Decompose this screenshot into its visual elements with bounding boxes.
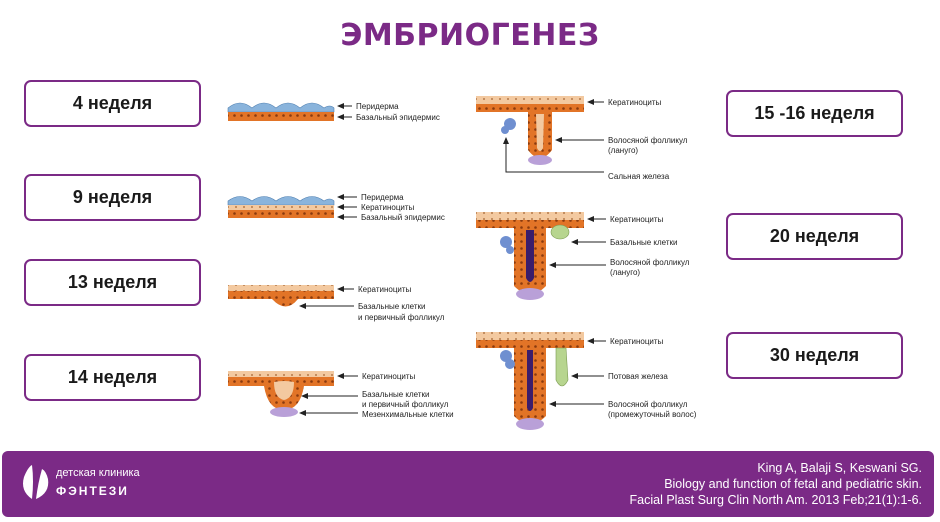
label-w14-basal-1: Базальные клетки — [362, 390, 429, 399]
clinic-logo-icon — [23, 465, 49, 499]
label-w4-basal: Базальный эпидермис — [356, 113, 440, 122]
reference-authors: King A, Balaji S, Keswani SG. — [757, 461, 922, 475]
label-w9-periderm: Перидерма — [361, 193, 404, 202]
skin-diagram-week20 — [476, 212, 584, 300]
week-box-30: 30 неделя — [726, 332, 903, 379]
skin-diagram-week30 — [476, 332, 584, 430]
label-w15-lanugo: (лануго) — [608, 146, 638, 155]
label-w30-keratinocytes: Кератиноциты — [610, 337, 664, 346]
footer-bar — [2, 451, 934, 517]
label-w14-keratinocytes: Кератиноциты — [362, 372, 416, 381]
label-w13-keratinocytes: Кератиноциты — [358, 285, 412, 294]
label-w30-intermediate-hair: (промежуточный волос) — [608, 410, 697, 419]
skin-diagram-week4 — [227, 102, 335, 121]
label-w30-sweat-gland: Потовая железа — [608, 372, 668, 381]
label-w20-follicle: Волосяной фолликул — [610, 258, 690, 267]
reference-journal: Facial Plast Surg Clin North Am. 2013 Fe… — [629, 493, 923, 507]
skin-diagram-week9 — [227, 196, 335, 218]
week-box-13: 13 неделя — [24, 259, 201, 306]
label-w9-basal: Базальный эпидермис — [361, 213, 445, 222]
skin-diagram-week14 — [228, 371, 334, 417]
page-title: ЭМБРИОГЕНЕЗ — [340, 18, 600, 53]
skin-diagram-week15-16 — [476, 96, 584, 165]
label-w13-basal-1: Базальные клетки — [358, 302, 425, 311]
label-w15-keratinocytes: Кератиноциты — [608, 98, 662, 107]
label-w20-lanugo: (лануго) — [610, 268, 640, 277]
week-box-20: 20 неделя — [726, 213, 903, 260]
label-w20-keratinocytes: Кератиноциты — [610, 215, 664, 224]
week-box-14: 14 неделя — [24, 354, 201, 401]
clinic-name-line1: детская клиника — [56, 467, 140, 479]
week-box-9: 9 неделя — [24, 174, 201, 221]
label-w4-periderm: Перидерма — [356, 102, 399, 111]
embryogenesis-diagram: Перидерма Базальный эпидермис Перидерма … — [227, 96, 697, 430]
label-w13-basal-2: и первичный фолликул — [358, 313, 445, 322]
week-box-4: 4 неделя — [24, 80, 201, 127]
label-w14-basal-2: и первичный фолликул — [362, 400, 449, 409]
label-w9-keratinocytes: Кератиноциты — [361, 203, 415, 212]
clinic-name-line2: ФЭНТЕЗИ — [56, 484, 129, 498]
skin-diagram-week13 — [228, 285, 334, 307]
label-w20-basal: Базальные клетки — [610, 238, 677, 247]
label-w30-follicle: Волосяной фолликул — [608, 400, 688, 409]
reference-title: Biology and function of fetal and pediat… — [664, 477, 922, 491]
label-w15-follicle: Волосяной фолликул — [608, 136, 688, 145]
label-w15-sebaceous: Сальная железа — [608, 172, 670, 181]
label-w14-mesenchyme: Мезенхимальные клетки — [362, 410, 454, 419]
week-box-15-16: 15 -16 неделя — [726, 90, 903, 137]
reference: King A, Balaji S, Keswani SG. Biology an… — [502, 460, 923, 508]
